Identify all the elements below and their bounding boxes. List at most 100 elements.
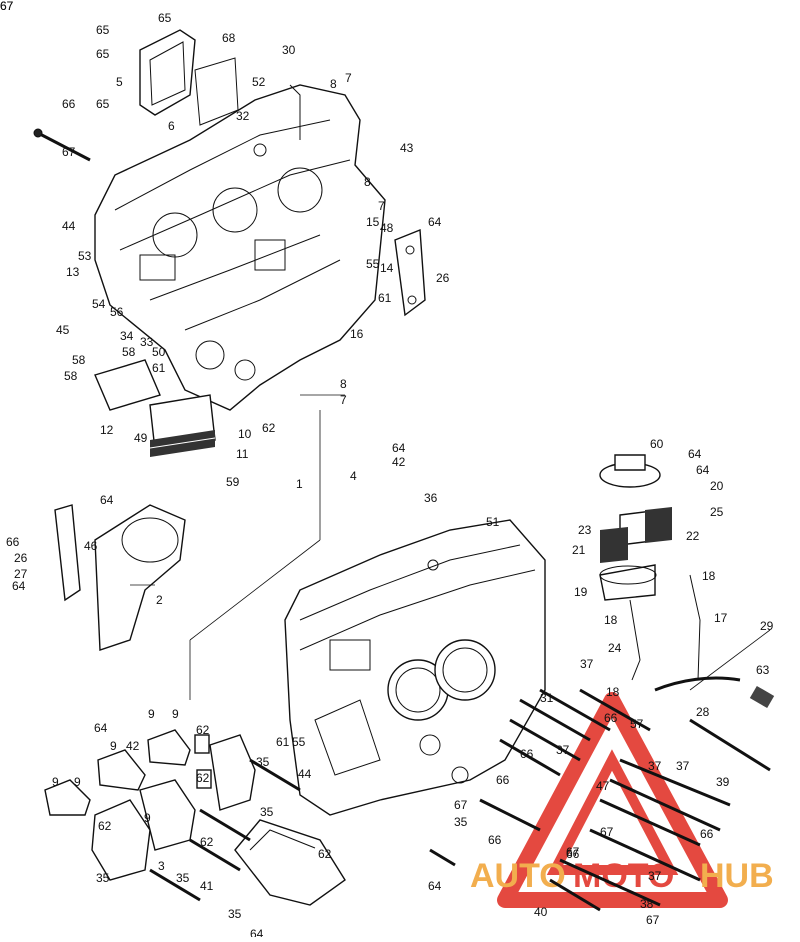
callout-number: 24 <box>608 641 622 655</box>
callout-number: 22 <box>686 529 700 543</box>
callout-number: 7 <box>340 393 347 407</box>
callout-number: 66 <box>496 773 510 787</box>
callout-number: 56 <box>110 305 124 319</box>
callout-number: 64 <box>428 215 442 229</box>
callout-number: 28 <box>696 705 710 719</box>
callout-number: 52 <box>252 75 266 89</box>
oil-filter <box>599 454 701 681</box>
callout-number: 9 <box>110 739 117 753</box>
callout-number: 54 <box>92 297 106 311</box>
spring <box>749 685 775 709</box>
callout-number: 62 <box>196 771 210 785</box>
callout-number: 26 <box>14 551 28 565</box>
callout-number: 4 <box>350 469 357 483</box>
callout-number: 67 <box>646 913 660 927</box>
callout-number: 58 <box>72 353 86 367</box>
callout-number: 26 <box>436 271 450 285</box>
callout-number: 35 <box>256 755 270 769</box>
callout-number: 50 <box>152 345 166 359</box>
callout-number: 42 <box>126 739 140 753</box>
callout-number: 66 <box>604 711 618 725</box>
callout-number: 8 <box>340 377 347 391</box>
callout-number: 9 <box>172 707 179 721</box>
callout-number: 18 <box>702 569 716 583</box>
callout-number: 16 <box>350 327 364 341</box>
callout-number: 67 <box>0 0 14 13</box>
callout-number: 15 <box>366 215 380 229</box>
oil-strainer <box>94 359 216 457</box>
callout-number: 37 <box>580 657 594 671</box>
callout-number: 12 <box>100 423 114 437</box>
svg-text:HUB: HUB <box>700 857 774 895</box>
callout-number: 35 <box>176 871 190 885</box>
callout-number: 35 <box>454 815 468 829</box>
callout-number: 66 <box>488 833 502 847</box>
callout-number: 64 <box>688 447 702 461</box>
callout-number: 67 <box>454 798 468 812</box>
callout-number: 61 <box>276 735 290 749</box>
callout-number: 62 <box>200 835 214 849</box>
svg-text:AUTO: AUTO <box>470 857 566 895</box>
callout-number: 37 <box>676 759 690 773</box>
callout-number: 58 <box>64 369 78 383</box>
callout-number: 41 <box>200 879 214 893</box>
callout-number: 61 <box>152 361 166 375</box>
crankcase-bolts <box>149 688 731 912</box>
callout-number: 67 <box>0 0 14 13</box>
callout-number: 45 <box>56 323 70 337</box>
callout-number: 19 <box>574 585 588 599</box>
callout-number: 67 <box>566 845 580 859</box>
callout-number: 57 <box>630 717 644 731</box>
callout-number: 20 <box>710 479 724 493</box>
callout-number: 64 <box>94 721 108 735</box>
callout-number: 23 <box>578 523 592 537</box>
oil-pan <box>234 819 346 906</box>
leader-lines <box>130 394 771 700</box>
callout-number: 55 <box>366 257 380 271</box>
callout-number: 38 <box>640 897 654 911</box>
callout-number: 66 <box>566 847 580 861</box>
callout-number: 35 <box>228 907 242 921</box>
callout-number: 43 <box>400 141 414 155</box>
callout-number: 61 <box>378 291 392 305</box>
callout-number: 9 <box>74 775 81 789</box>
callout-number: 39 <box>716 775 730 789</box>
callout-number: 36 <box>424 491 438 505</box>
callout-number: 65 <box>96 97 110 111</box>
callout-number: 9 <box>52 775 59 789</box>
callout-number: 29 <box>760 619 774 633</box>
callout-number: 44 <box>298 767 312 781</box>
breather-bracket <box>394 228 426 317</box>
upper-crankcase <box>94 84 386 411</box>
callout-number: 64 <box>100 493 114 507</box>
callout-number: 18 <box>604 613 618 627</box>
callout-number: 7 <box>378 199 385 213</box>
callout-number: 64 <box>392 441 406 455</box>
callout-number: 11 <box>236 447 249 461</box>
callout-number: 32 <box>236 109 250 123</box>
callout-number: 35 <box>260 805 274 819</box>
callout-number: 7 <box>345 71 352 85</box>
callout-number: 49 <box>134 431 148 445</box>
callout-number: 6 <box>168 119 175 133</box>
callout-number: 1 <box>296 477 303 491</box>
long-bolt <box>33 128 91 162</box>
callout-number: 37 <box>556 743 570 757</box>
callout-number: 34 <box>120 329 134 343</box>
callout-number: 55 <box>292 735 306 749</box>
callout-number: 31 <box>540 691 554 705</box>
callout-number: 67 <box>600 825 614 839</box>
oil-tube <box>654 676 775 772</box>
callout-number: 68 <box>222 31 236 45</box>
callout-number: 27 <box>14 567 28 581</box>
callout-number: 53 <box>78 249 92 263</box>
lower-crankcase <box>284 519 546 816</box>
side-cover <box>94 504 186 651</box>
top-cover <box>139 29 239 126</box>
callout-number: 67 <box>62 145 76 159</box>
callout-number: 25 <box>710 505 724 519</box>
callout-number: 14 <box>380 261 394 275</box>
callout-number: 33 <box>140 335 154 349</box>
bearing-caps <box>44 729 256 881</box>
